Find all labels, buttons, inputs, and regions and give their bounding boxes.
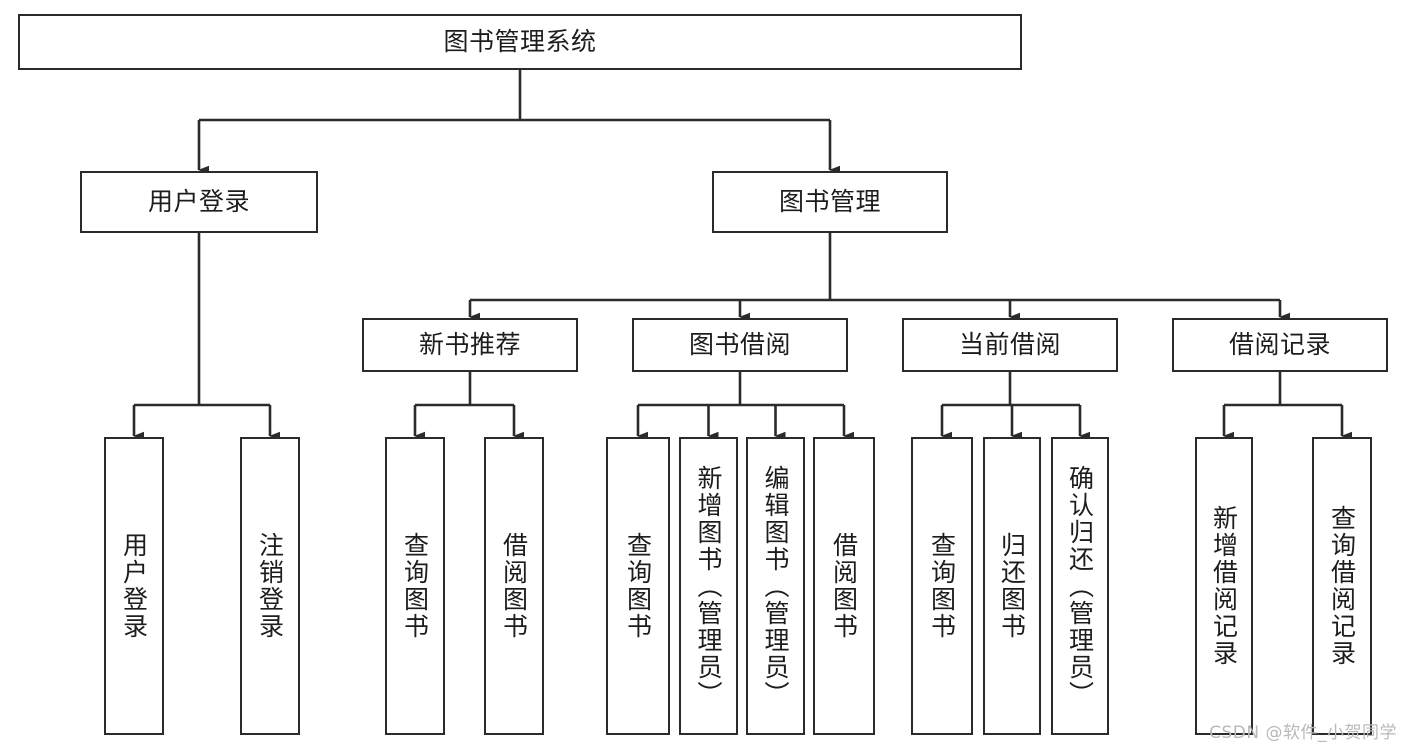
node-root[interactable]: 图书管理系统 [18, 14, 1022, 70]
node-label: 查询借阅记录 [1327, 505, 1357, 667]
node-label: 确认归还（管理员） [1065, 464, 1095, 708]
node-label: 图书管理 [778, 186, 881, 216]
node-label: 当前借阅 [958, 329, 1061, 359]
csdn-watermark: CSDN @软件_小贺同学 [1209, 723, 1397, 743]
node-leaf-cb-query[interactable]: 查询图书 [911, 437, 973, 735]
node-current-borrow[interactable]: 当前借阅 [902, 318, 1118, 372]
node-book-borrow[interactable]: 图书借阅 [632, 318, 848, 372]
node-leaf-user-logout[interactable]: 注销登录 [240, 437, 300, 735]
node-leaf-rec-query[interactable]: 查询图书 [385, 437, 445, 735]
node-leaf-bb-add[interactable]: 新增图书（管理员） [679, 437, 738, 735]
node-leaf-bb-borrow[interactable]: 借阅图书 [813, 437, 875, 735]
node-label: 编辑图书（管理员） [761, 464, 790, 708]
node-label: 归还图书 [997, 532, 1027, 640]
node-leaf-user-login[interactable]: 用户登录 [104, 437, 164, 735]
node-label: 查询图书 [623, 532, 653, 640]
node-label: 新增借阅记录 [1209, 505, 1239, 667]
node-label: 借阅图书 [499, 532, 529, 640]
node-label: 借阅图书 [829, 532, 859, 640]
node-leaf-br-add[interactable]: 新增借阅记录 [1195, 437, 1253, 735]
node-user-login[interactable]: 用户登录 [80, 171, 318, 233]
node-label: 借阅记录 [1228, 329, 1331, 359]
node-leaf-cb-return[interactable]: 归还图书 [983, 437, 1041, 735]
node-label: 查询图书 [927, 532, 957, 640]
node-leaf-bb-edit[interactable]: 编辑图书（管理员） [746, 437, 805, 735]
node-new-book-rec[interactable]: 新书推荐 [362, 318, 578, 372]
node-label: 用户登录 [119, 532, 149, 640]
node-label: 图书借阅 [688, 329, 791, 359]
node-label: 新书推荐 [418, 329, 521, 359]
node-book-manage[interactable]: 图书管理 [712, 171, 948, 233]
node-leaf-bb-query[interactable]: 查询图书 [606, 437, 670, 735]
node-label: 新增图书（管理员） [694, 464, 723, 708]
node-label: 用户登录 [147, 186, 250, 216]
node-label: 注销登录 [255, 532, 285, 640]
node-borrow-record[interactable]: 借阅记录 [1172, 318, 1388, 372]
node-leaf-br-query[interactable]: 查询借阅记录 [1312, 437, 1372, 735]
node-label: 图书管理系统 [443, 26, 597, 56]
node-leaf-cb-confirm[interactable]: 确认归还（管理员） [1051, 437, 1109, 735]
node-label: 查询图书 [400, 532, 430, 640]
node-leaf-rec-borrow[interactable]: 借阅图书 [484, 437, 544, 735]
